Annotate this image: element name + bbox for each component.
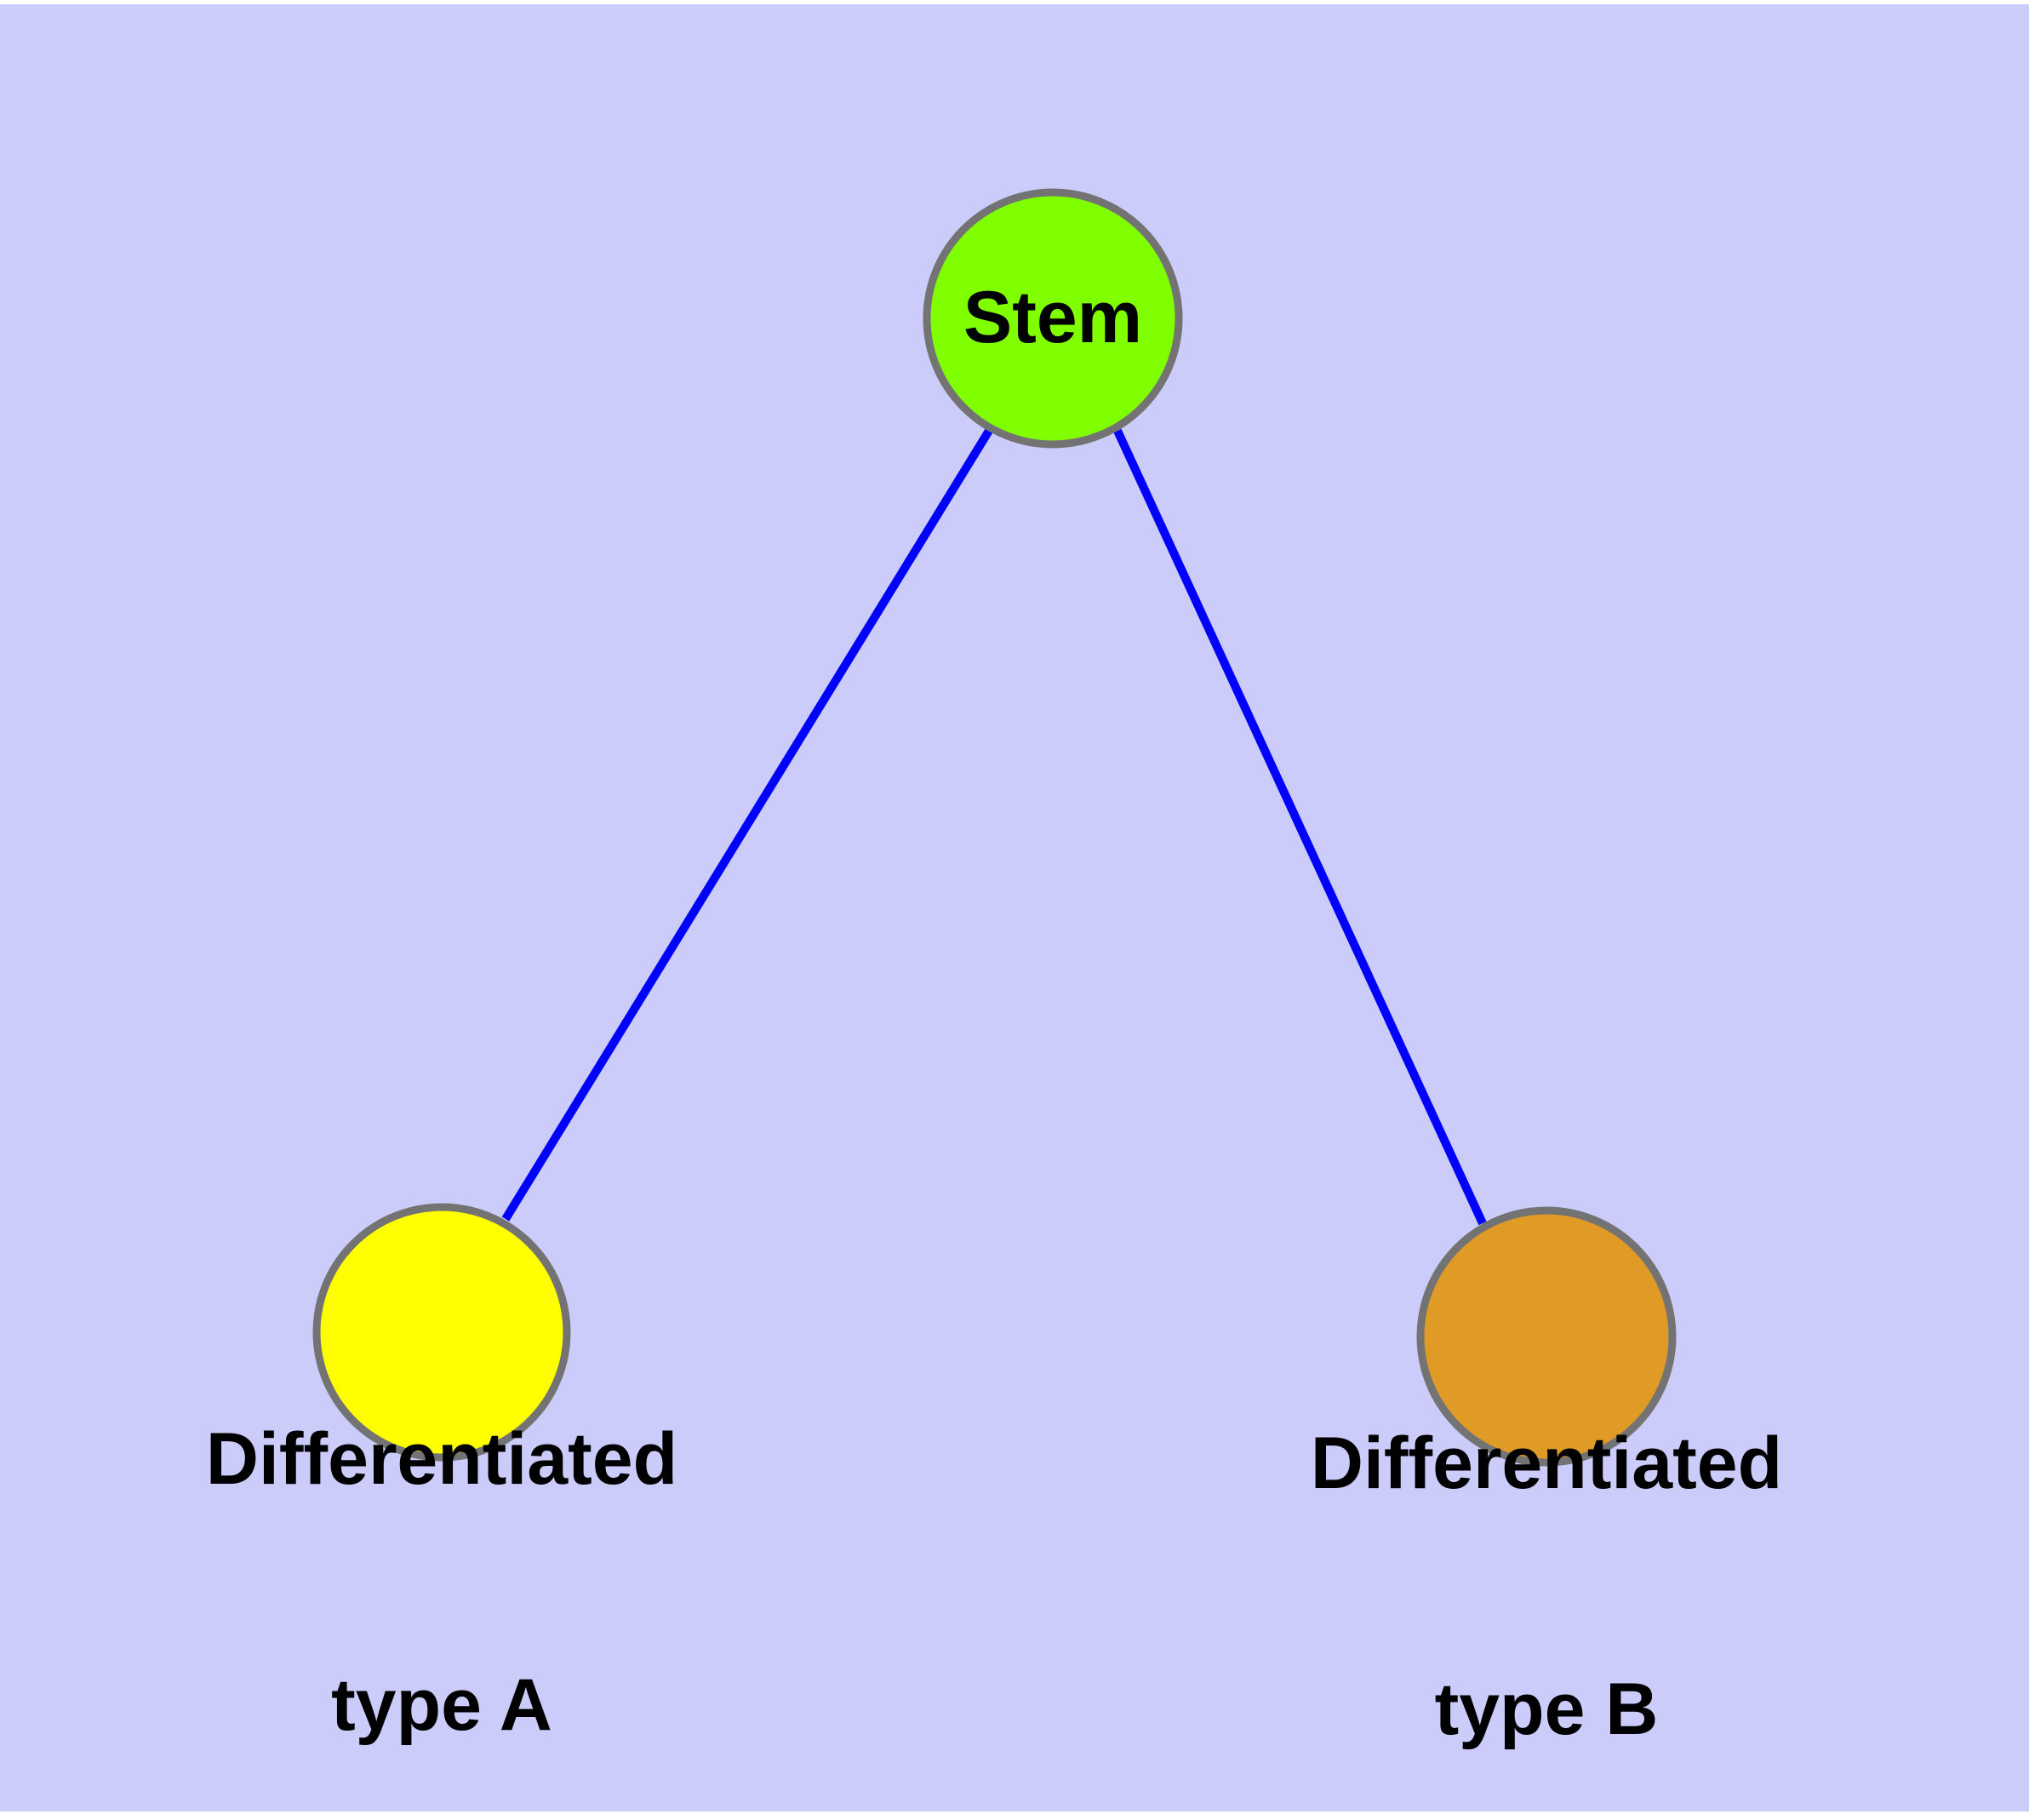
node-differentiated-type-b[interactable] bbox=[1416, 1206, 1677, 1467]
edge-stem-to-differentiated-type-b bbox=[1113, 428, 1487, 1226]
node-stem[interactable] bbox=[923, 188, 1183, 449]
node-layer bbox=[312, 188, 1677, 1467]
node-differentiated-type-a[interactable] bbox=[312, 1203, 571, 1462]
edge-layer bbox=[501, 428, 1487, 1226]
edge-stem-to-differentiated-type-a bbox=[501, 428, 993, 1222]
